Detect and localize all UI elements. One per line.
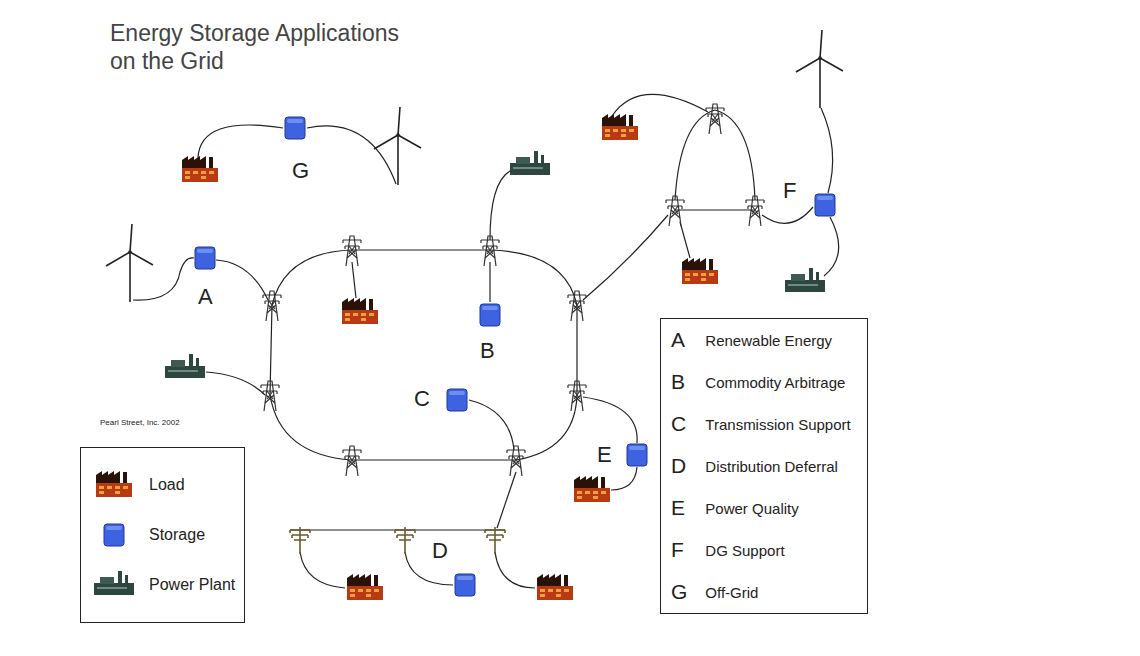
legend-text: Storage xyxy=(149,526,205,544)
key-letter: F xyxy=(671,529,687,571)
application-letter: F xyxy=(783,178,796,204)
key-letter: B xyxy=(671,361,687,403)
key-letter: C xyxy=(671,403,687,445)
key-description: DG Support xyxy=(705,529,850,571)
legend-icon xyxy=(94,571,134,595)
application-letter: A xyxy=(198,284,213,310)
application-letter: E xyxy=(597,442,612,468)
legend-symbol xyxy=(91,520,137,550)
application-letter: D xyxy=(432,538,448,564)
legend-row: Storage xyxy=(91,510,236,560)
key-description: Off-Grid xyxy=(705,571,850,613)
key-letter: A xyxy=(671,319,687,361)
legend-symbol xyxy=(91,470,137,500)
key-box: A Renewable EnergyB Commodity ArbitrageC Tr… xyxy=(660,318,868,614)
legend-icon xyxy=(96,471,132,497)
diagram-title: Energy Storage Applications on the Grid xyxy=(110,20,415,75)
load-icons xyxy=(182,114,718,600)
key-description: Commodity Arbitrage xyxy=(705,361,850,403)
legend-text: Power Plant xyxy=(149,576,235,594)
key-letter: D xyxy=(671,445,687,487)
application-letter: B xyxy=(480,338,495,364)
key-description: Renewable Energy xyxy=(705,319,850,361)
legend-text: Load xyxy=(149,476,185,494)
key-letter: E xyxy=(671,487,687,529)
legend-row: Power Plant xyxy=(91,560,236,610)
key-description: Power Quality xyxy=(705,487,850,529)
legend-icon xyxy=(104,524,124,546)
distribution-poles xyxy=(290,527,505,554)
credit-note: Pearl Street, Inc. 2002 xyxy=(100,418,180,427)
application-letter: G xyxy=(292,158,309,184)
key-description: Distribution Deferral xyxy=(705,445,850,487)
application-letter: C xyxy=(414,386,430,412)
legend-symbol xyxy=(91,570,137,600)
key-letter: G xyxy=(671,571,687,613)
key-description: Transmission Support xyxy=(705,403,850,445)
legend-box: LoadStoragePower Plant xyxy=(80,447,245,623)
legend-row: Load xyxy=(91,460,236,510)
